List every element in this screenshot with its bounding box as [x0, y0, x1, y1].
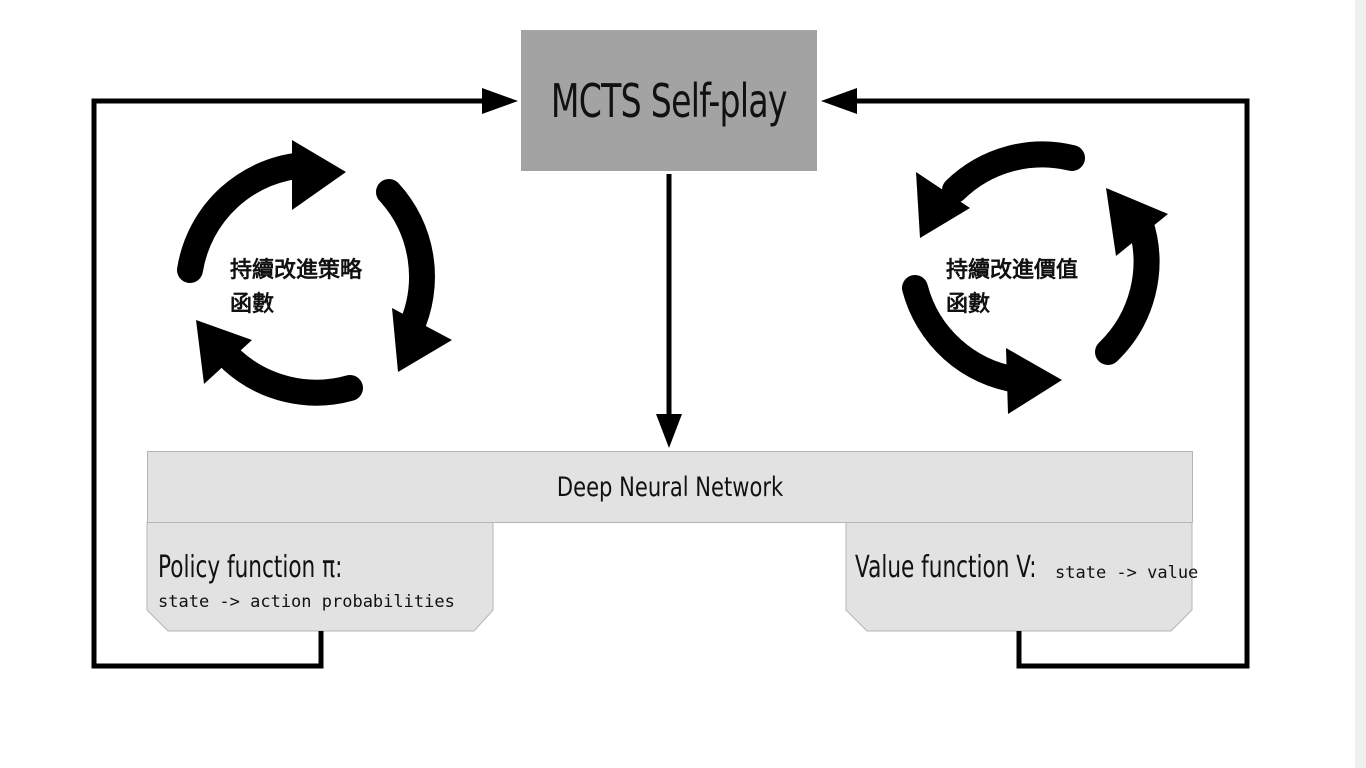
policy-cycle-label: 持續改進策略 函數 [230, 254, 362, 322]
cycle-arrows-icon [177, 140, 452, 406]
arrow-head-icon [656, 414, 682, 448]
value-cycle-line1: 持續改進價值 [946, 258, 1079, 283]
mcts-self-play-box: MCTS Self-play [521, 30, 817, 171]
page-edge [1355, 0, 1366, 768]
deep-neural-network-box: Deep Neural Network [147, 451, 1193, 523]
network-label: Deep Neural Network [556, 471, 784, 503]
policy-feedback-line [91, 98, 487, 669]
arrow-head-icon [482, 88, 518, 114]
policy-function-title: Policy function π: [158, 550, 343, 585]
value-feedback-line [852, 98, 1250, 669]
arrow-head-icon [821, 88, 857, 114]
value-function-text: Value function V: [855, 550, 1107, 585]
policy-function-text: Policy function π: [158, 550, 414, 585]
policy-function-desc: state -> action probabilities [158, 592, 455, 612]
value-cycle-label: 持續改進價值 函數 [946, 254, 1078, 322]
policy-cycle-line1: 持續改進策略 [230, 258, 363, 283]
policy-cycle-line2: 函數 [230, 292, 275, 317]
value-function-title: Value function V: [855, 550, 1037, 585]
cycle-arrows-icon [902, 141, 1168, 414]
value-cycle-line2: 函數 [946, 292, 991, 317]
value-function-desc: state -> value [1055, 563, 1199, 583]
mcts-label: MCTS Self-play [551, 73, 788, 128]
